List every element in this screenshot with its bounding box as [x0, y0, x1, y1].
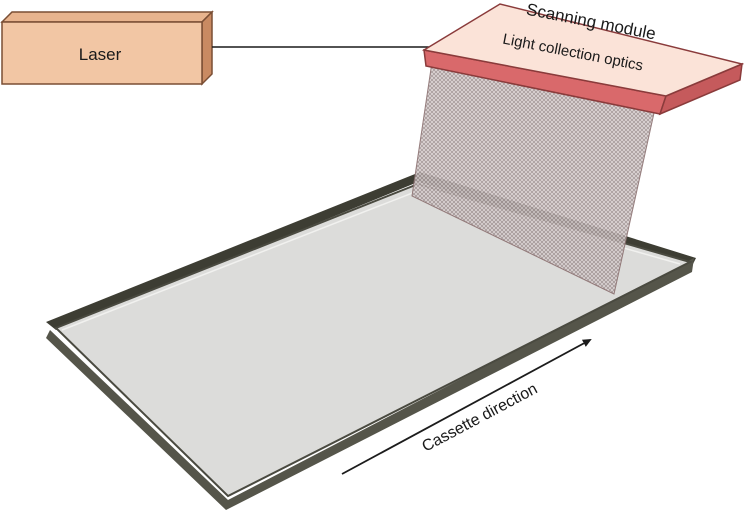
cassette-direction-arrow [341, 339, 592, 475]
laser-box: Laser [0, 10, 214, 86]
scanning-module: Scanning module Light collection optics [421, 0, 744, 116]
scanning-module-top [421, 3, 744, 97]
laser-box-top [0, 11, 214, 23]
cassette-surface [54, 182, 693, 498]
laser-label: Laser [79, 45, 122, 64]
laser-box-front [1, 21, 203, 85]
laser-box-side [201, 10, 213, 86]
